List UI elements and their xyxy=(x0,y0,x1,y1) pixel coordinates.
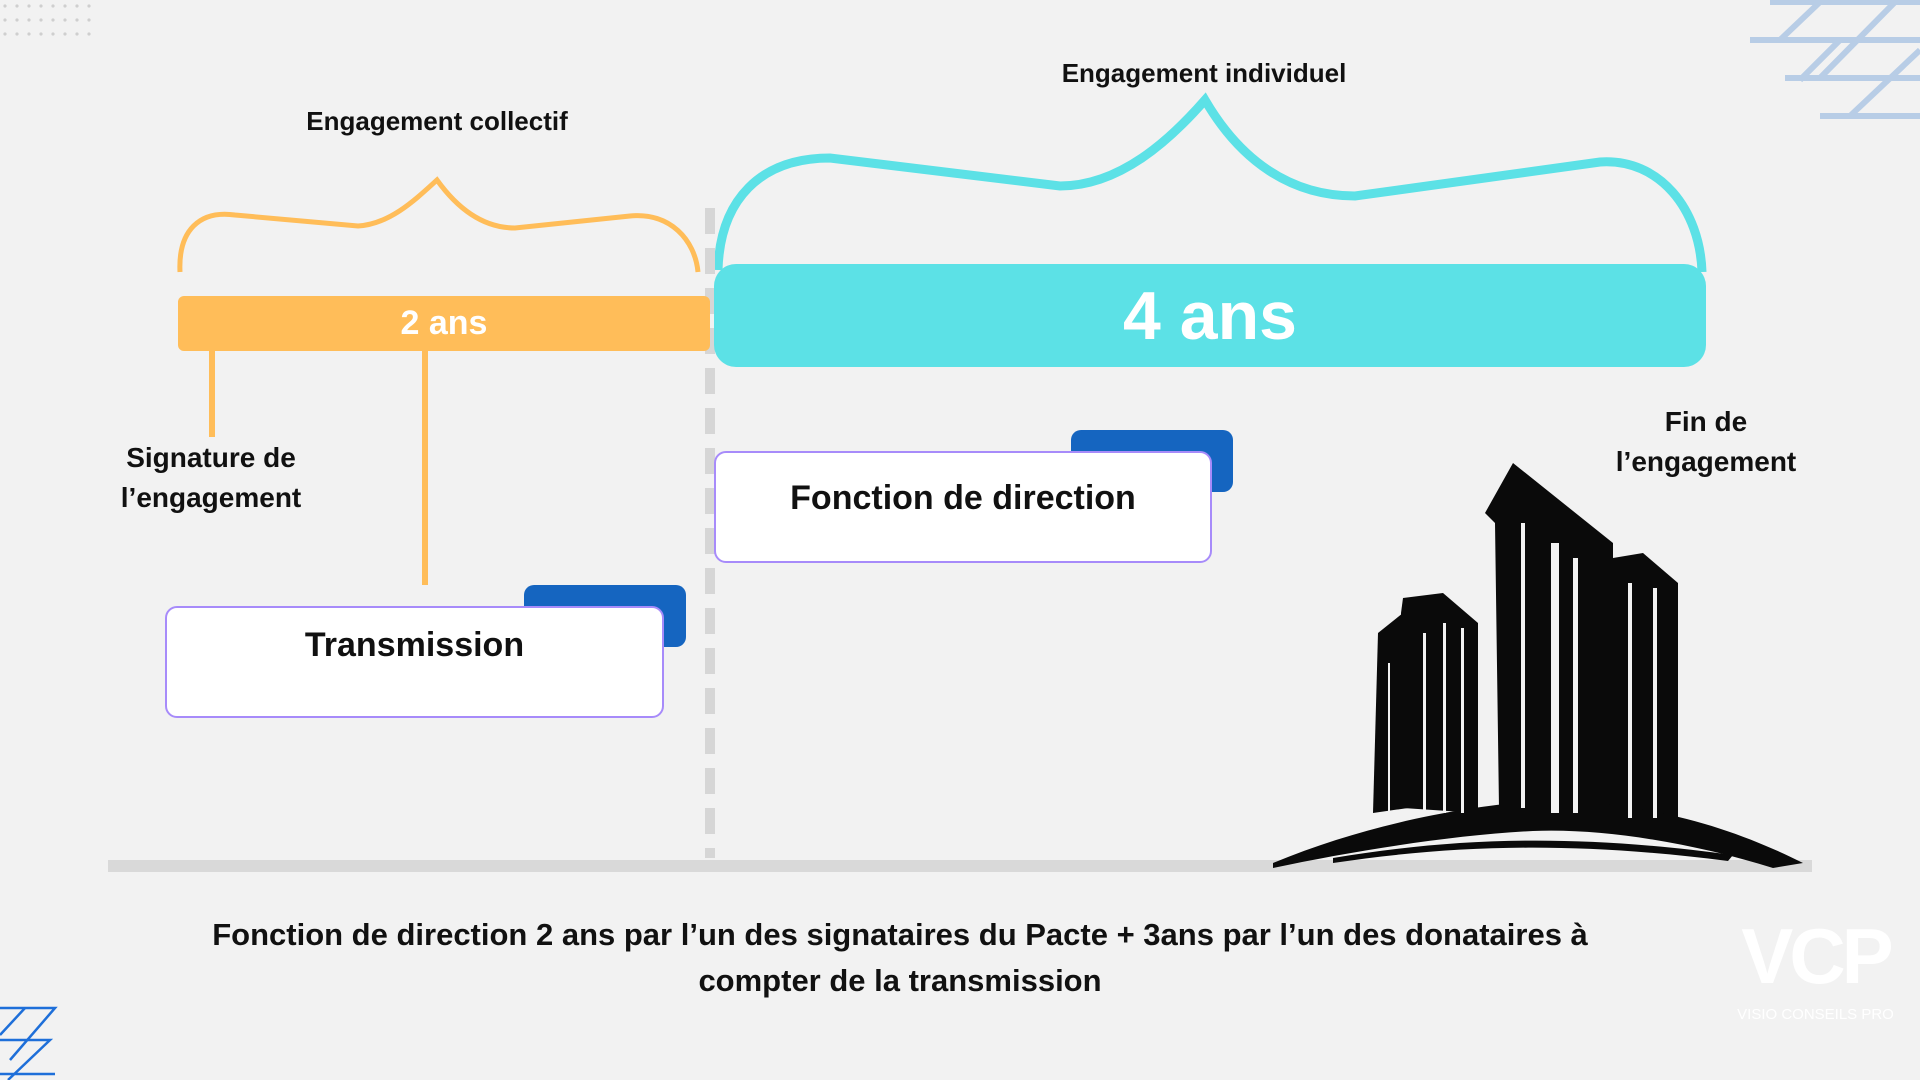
signature-line-1: Signature de xyxy=(126,442,296,473)
signature-label: Signature de l’engagement xyxy=(121,438,301,518)
end-label: Fin de l’engagement xyxy=(1616,402,1796,482)
building-icon xyxy=(1273,463,1803,868)
collective-label: Engagement collectif xyxy=(306,106,568,136)
grid-decoration-top-right xyxy=(1750,0,1920,119)
direction-text: Fonction de direction xyxy=(790,479,1136,517)
transmission-text: Transmission xyxy=(304,626,525,664)
end-line-2: l’engagement xyxy=(1615,446,1797,477)
dot-pattern-decoration xyxy=(3,4,91,36)
collective-duration-bar: 2 ans xyxy=(178,296,710,351)
individual-duration: 4 ans xyxy=(1123,277,1297,354)
individual-brace xyxy=(713,92,1707,273)
vcp-logo: VCP VISIO CONSEILS PRO xyxy=(1718,912,1913,1023)
footer-note: Fonction de direction 2 ans par l’un des… xyxy=(212,912,1588,1004)
ground-line xyxy=(108,860,1812,872)
collective-brace xyxy=(177,176,701,273)
footer-line-1: Fonction de direction 2 ans par l’un des… xyxy=(212,917,1588,952)
transmission-card: Transmission xyxy=(165,606,664,718)
footer-line-2: compter de la transmission xyxy=(698,963,1102,998)
logo-name: VISIO CONSEILS PRO xyxy=(1737,1006,1894,1023)
direction-card: Fonction de direction xyxy=(714,451,1212,563)
signature-line-2: l’engagement xyxy=(120,482,302,513)
logo-mark: VCP xyxy=(1741,912,1893,1000)
end-line-1: Fin de xyxy=(1664,406,1748,437)
individual-label: Engagement individuel xyxy=(1061,58,1347,88)
collective-duration: 2 ans xyxy=(400,304,488,342)
grid-decoration-bottom-left xyxy=(0,1006,58,1080)
individual-duration-bar: 4 ans xyxy=(714,264,1706,367)
